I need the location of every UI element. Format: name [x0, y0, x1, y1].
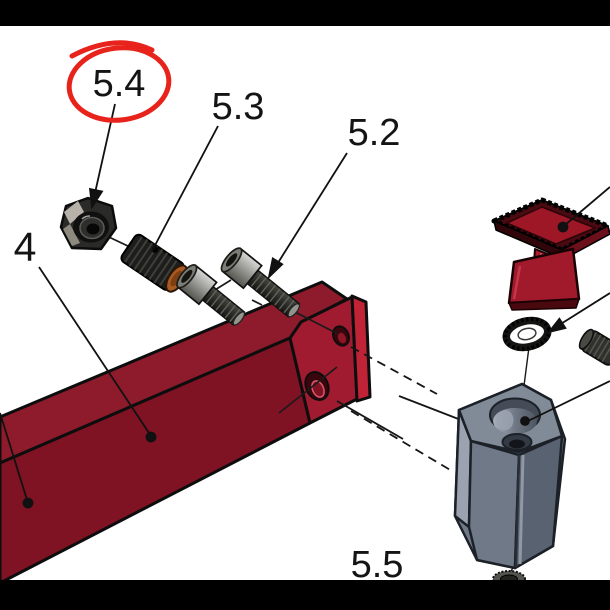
- washer-hole: [517, 327, 537, 341]
- callout-4: 4: [14, 224, 37, 270]
- leader-dot-block: [520, 416, 530, 426]
- arrowhead-5-2: [267, 257, 284, 280]
- bottom-border-band: [0, 580, 610, 610]
- leader-lines: [0, 103, 610, 509]
- threaded-stub: [578, 328, 610, 366]
- hex-block: [453, 382, 567, 570]
- leader-dot-bracket: [557, 221, 569, 233]
- socket-screw-1: [176, 264, 246, 327]
- callout-5-3: 5.3: [212, 86, 265, 128]
- leader-dot-4: [145, 431, 157, 443]
- screw-socket: [225, 253, 238, 267]
- bracket-top-plate: [506, 206, 596, 245]
- socket-screw-2: [220, 247, 301, 318]
- screw-tip: [287, 303, 301, 318]
- hand-drawn-circle-annotation: [66, 40, 172, 123]
- arrowhead-5-4: [88, 187, 104, 210]
- leader-dot-left: [22, 497, 34, 509]
- serrated-washer: [502, 316, 552, 352]
- alignment-lines: [336, 346, 462, 472]
- screw-socket: [181, 269, 193, 283]
- clamp-bracket: [491, 197, 610, 311]
- screw-tip: [232, 311, 246, 326]
- callout-5-5: 5.5: [351, 544, 404, 586]
- callout-5-4: 5.4: [93, 63, 146, 105]
- nut-facet-highlight: [64, 201, 84, 224]
- hex-nut: [59, 196, 118, 251]
- hole-centerlines: [278, 311, 339, 414]
- block-front-left-face: [467, 439, 521, 570]
- callout-5-2: 5.2: [348, 112, 401, 154]
- arrowhead-washer: [546, 317, 567, 334]
- beam-end-strip: [350, 294, 372, 403]
- top-border-band: [0, 0, 610, 26]
